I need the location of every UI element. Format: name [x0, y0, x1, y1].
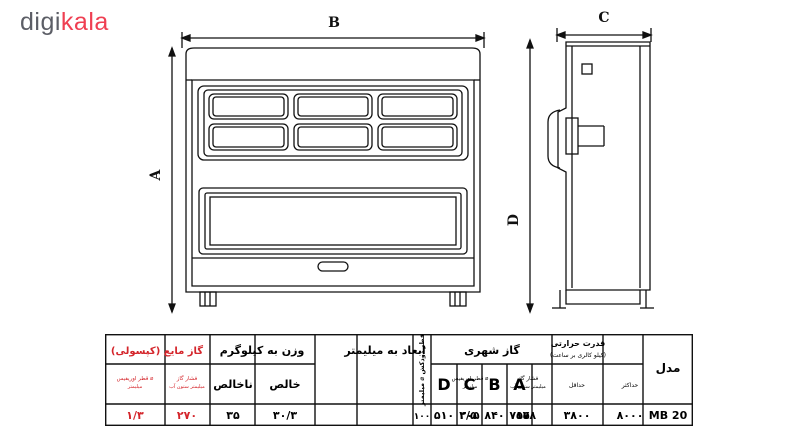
dimension-c-label: C	[598, 10, 609, 26]
header-natural-gas: گاز شهری	[464, 344, 520, 357]
digikala-logo: digikala	[20, 8, 109, 37]
dimension-c: C	[555, 10, 653, 42]
header-weight-gross: ناخالص	[213, 378, 252, 391]
cell-heat-min: ۳۸۰۰	[564, 409, 591, 422]
dimension-b: B	[180, 15, 486, 48]
cell-weight-net: ۳۵	[226, 409, 240, 422]
header-flue-diameter: قطر دودکش ⌀ میلیمتر	[418, 334, 426, 407]
cell-dim-d: ۵۱۰	[434, 409, 454, 422]
header-dim-d: D	[437, 375, 450, 394]
logo-part-digi: digi	[20, 8, 61, 36]
dimension-b-label: B	[328, 15, 340, 31]
header-lpg-orifice: قطر اوریفیس ⌀	[117, 376, 154, 382]
heater-side-view	[547, 41, 654, 309]
cell-lpg-orifice: ۱/۳	[126, 409, 144, 422]
header-gas-pressure-unit: میلیمتر ستون آب	[510, 383, 546, 390]
header-weight: وزن به کیلوگرم	[220, 344, 305, 357]
cell-dim-c: ۳۰۵	[459, 409, 479, 422]
header-heat-output: قدرت حرارتی	[551, 339, 605, 348]
heater-front-view	[185, 47, 481, 307]
dimension-d: D	[506, 38, 534, 314]
header-model: مدل	[656, 361, 681, 375]
cell-gas-orifice: ۲/۵	[459, 409, 477, 422]
header-lpg: گاز مایع (کپسولی)	[111, 344, 203, 357]
header-heat-min: حداقل	[569, 382, 585, 389]
header-gas-orifice-unit: میلیمتر	[462, 384, 478, 390]
cell-heat-max: ۸۰۰۰	[617, 409, 644, 422]
heater-technical-drawing: B A	[148, 10, 654, 314]
cell-model: MB 20	[649, 409, 688, 422]
cell-gas-pressure: ۱۷۸	[516, 409, 536, 422]
header-lpg-pressure: فشار گاز	[176, 375, 198, 382]
cell-dim-a: ۷۵۵	[509, 409, 529, 422]
cell-weight-gross: ۳۰/۳	[273, 409, 297, 422]
header-dim-a: A	[513, 375, 526, 394]
specification-table: مدل MB 20 قدرت حرارتی (کیلو کالری بر ساع…	[105, 334, 693, 426]
header-gas-orifice: قطر اوریفیس ⌀	[452, 376, 489, 382]
header-heat-unit: (کیلو کالری بر ساعت)	[550, 352, 606, 359]
cell-dim-b: ۸۴۰	[484, 409, 504, 422]
cell-lpg-pressure: ۲۷۰	[177, 409, 197, 422]
header-dimensions: ابعاد به میلیمتر	[343, 344, 425, 357]
dimension-d-label: D	[506, 214, 522, 226]
header-gas-pressure: فشار گاز	[517, 375, 539, 382]
header-dim-c: C	[464, 375, 476, 394]
header-lpg-pressure-unit: میلیمتر ستون آب	[169, 383, 205, 390]
logo-part-kala: kala	[60, 8, 109, 36]
header-dim-b: B	[488, 375, 500, 394]
dimension-a: A	[148, 46, 176, 314]
header-heat-max: حداکثر	[621, 382, 639, 389]
dimension-a-label: A	[148, 168, 164, 181]
cell-flue-diameter: ۱۰۰	[414, 412, 430, 422]
header-weight-net: خالص	[269, 378, 300, 391]
header-lpg-orifice-unit: میلیمتر	[127, 384, 143, 390]
